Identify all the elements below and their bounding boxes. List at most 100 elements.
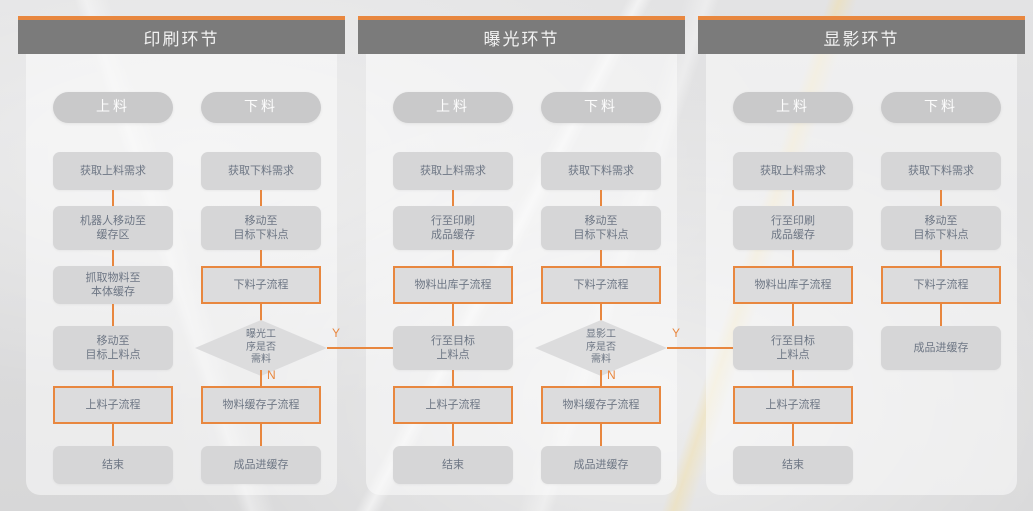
node-label: 获取下料需求 xyxy=(908,163,974,177)
subprocess-node[interactable]: 上料子流程 xyxy=(393,386,513,424)
subprocess-node[interactable]: 物料出库子流程 xyxy=(733,266,853,304)
process-node[interactable]: 获取上料需求 xyxy=(733,152,853,190)
node-label: 机器人移动至 缓存区 xyxy=(80,213,146,241)
process-node[interactable]: 获取上料需求 xyxy=(393,152,513,190)
process-node[interactable]: 获取下料需求 xyxy=(881,152,1001,190)
node-label: 抓取物料至 本体缓存 xyxy=(85,270,141,298)
subprocess-node[interactable]: 物料出库子流程 xyxy=(393,266,513,304)
decision-label: 曝光工 序是否 需料 xyxy=(246,329,276,366)
process-node[interactable]: 移动至 目标上料点 xyxy=(53,326,173,370)
decision-diamond[interactable]: 曝光工 序是否 需料 xyxy=(195,320,327,376)
node-label: 上料子流程 xyxy=(85,397,141,411)
cross-panel-connector xyxy=(327,347,393,349)
subprocess-node[interactable]: 下料子流程 xyxy=(881,266,1001,304)
connector-line xyxy=(452,304,454,326)
process-node[interactable]: 行至印刷 成品缓存 xyxy=(393,206,513,250)
connector-line xyxy=(792,304,794,326)
process-panel-3: 显影环节上料获取上料需求行至印刷 成品缓存物料出库子流程行至目标 上料点上料子流… xyxy=(698,16,1025,495)
connector-line xyxy=(452,424,454,446)
process-node[interactable]: 行至目标 上料点 xyxy=(393,326,513,370)
process-node[interactable]: 结束 xyxy=(393,446,513,484)
column-pill-unloading[interactable]: 下料 xyxy=(201,92,321,123)
node-label: 结束 xyxy=(102,457,124,471)
connector-line xyxy=(112,424,114,446)
connector-line xyxy=(600,370,602,386)
node-label: 成品进缓存 xyxy=(573,457,629,471)
process-node[interactable]: 结束 xyxy=(733,446,853,484)
panel-title: 显影环节 xyxy=(698,20,1025,54)
node-label: 上料子流程 xyxy=(765,397,821,411)
subprocess-node[interactable]: 物料缓存子流程 xyxy=(541,386,661,424)
process-panel-2: 曝光环节上料获取上料需求行至印刷 成品缓存物料出库子流程行至目标 上料点上料子流… xyxy=(358,16,685,495)
decision-diamond[interactable]: 显影工 序是否 需料 xyxy=(535,320,667,376)
process-node[interactable]: 抓取物料至 本体缓存 xyxy=(53,266,173,304)
panel-title: 曝光环节 xyxy=(358,20,685,54)
process-node[interactable]: 成品进缓存 xyxy=(201,446,321,484)
node-label: 结束 xyxy=(442,457,464,471)
connector-line xyxy=(260,370,262,386)
column-pill-unloading[interactable]: 下料 xyxy=(541,92,661,123)
process-node[interactable]: 行至印刷 成品缓存 xyxy=(733,206,853,250)
connector-line xyxy=(792,424,794,446)
connector-line xyxy=(112,190,114,206)
process-node[interactable]: 移动至 目标下料点 xyxy=(201,206,321,250)
connector-line xyxy=(600,190,602,206)
column-pill-unloading[interactable]: 下料 xyxy=(881,92,1001,123)
column-pill-loading[interactable]: 上料 xyxy=(393,92,513,123)
process-node[interactable]: 移动至 目标下料点 xyxy=(881,206,1001,250)
process-node[interactable]: 获取下料需求 xyxy=(201,152,321,190)
process-node[interactable]: 机器人移动至 缓存区 xyxy=(53,206,173,250)
node-label: 移动至 目标上料点 xyxy=(85,333,141,361)
panel-accent-bar xyxy=(18,16,345,20)
connector-line xyxy=(940,190,942,206)
subprocess-node[interactable]: 下料子流程 xyxy=(201,266,321,304)
connector-line xyxy=(452,370,454,386)
connector-line xyxy=(112,250,114,266)
cross-panel-connector xyxy=(667,347,733,349)
panel-accent-bar xyxy=(698,16,1025,20)
panel-body: 上料获取上料需求行至印刷 成品缓存物料出库子流程行至目标 上料点上料子流程结束 下… xyxy=(366,54,677,495)
edge-label-yes: Y xyxy=(672,326,681,340)
node-label: 下料子流程 xyxy=(573,277,629,291)
node-label: 获取上料需求 xyxy=(80,163,146,177)
process-node[interactable]: 获取下料需求 xyxy=(541,152,661,190)
node-label: 物料缓存子流程 xyxy=(562,397,640,411)
process-node[interactable]: 行至目标 上料点 xyxy=(733,326,853,370)
connector-line xyxy=(260,304,262,326)
panel-body: 上料获取上料需求机器人移动至 缓存区抓取物料至 本体缓存移动至 目标上料点上料子… xyxy=(26,54,337,495)
subprocess-node[interactable]: 上料子流程 xyxy=(53,386,173,424)
node-label: 获取上料需求 xyxy=(760,163,826,177)
node-label: 下料子流程 xyxy=(913,277,969,291)
column-pill-loading[interactable]: 上料 xyxy=(733,92,853,123)
node-label: 行至印刷 成品缓存 xyxy=(431,213,475,241)
process-node[interactable]: 成品进缓存 xyxy=(541,446,661,484)
process-node[interactable]: 结束 xyxy=(53,446,173,484)
connector-line xyxy=(260,190,262,206)
connector-line xyxy=(600,304,602,326)
node-label: 获取下料需求 xyxy=(568,163,634,177)
process-panel-1: 印刷环节上料获取上料需求机器人移动至 缓存区抓取物料至 本体缓存移动至 目标上料… xyxy=(18,16,345,495)
node-label: 物料出库子流程 xyxy=(414,277,492,291)
node-label: 下料子流程 xyxy=(233,277,289,291)
node-label: 成品进缓存 xyxy=(233,457,289,471)
process-node[interactable]: 移动至 目标下料点 xyxy=(541,206,661,250)
subprocess-node[interactable]: 上料子流程 xyxy=(733,386,853,424)
column-pill-loading[interactable]: 上料 xyxy=(53,92,173,123)
connector-line xyxy=(260,250,262,266)
edge-label-yes: Y xyxy=(332,326,341,340)
connector-line xyxy=(792,370,794,386)
connector-line xyxy=(452,190,454,206)
process-node[interactable]: 成品进缓存 xyxy=(881,326,1001,370)
subprocess-node[interactable]: 物料缓存子流程 xyxy=(201,386,321,424)
subprocess-node[interactable]: 下料子流程 xyxy=(541,266,661,304)
panel-body: 上料获取上料需求行至印刷 成品缓存物料出库子流程行至目标 上料点上料子流程结束 下… xyxy=(706,54,1017,495)
connector-line xyxy=(792,190,794,206)
process-node[interactable]: 获取上料需求 xyxy=(53,152,173,190)
connector-line xyxy=(112,370,114,386)
node-label: 获取下料需求 xyxy=(228,163,294,177)
decision-label: 显影工 序是否 需料 xyxy=(586,329,616,366)
edge-label-no: N xyxy=(607,368,616,382)
node-label: 行至印刷 成品缓存 xyxy=(771,213,815,241)
connector-line xyxy=(600,424,602,446)
